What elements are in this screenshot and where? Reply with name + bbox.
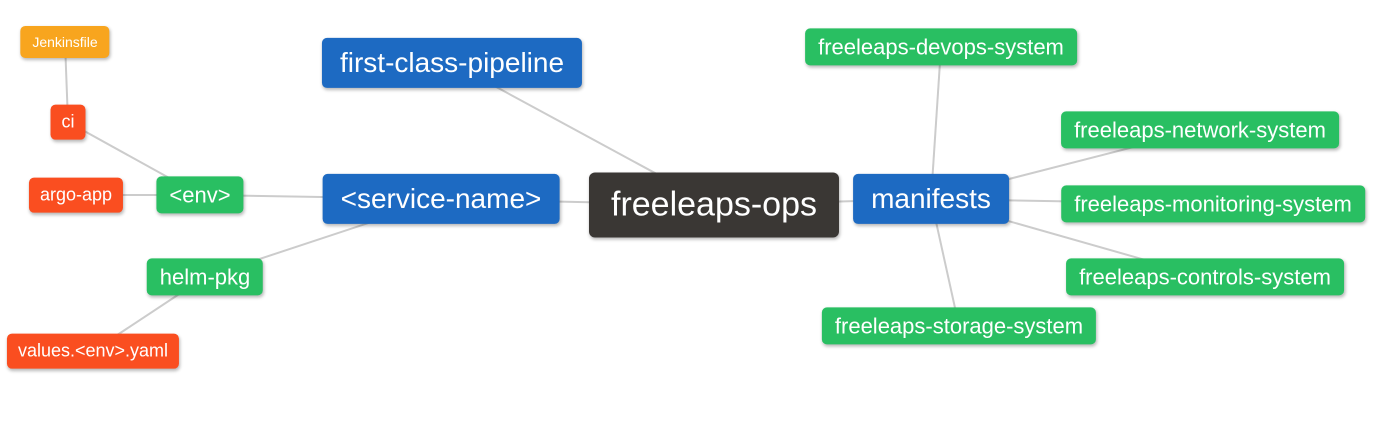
node-label-manifests: manifests <box>871 182 991 214</box>
node-label-env: <env> <box>169 182 231 208</box>
node-label-ci: ci <box>61 111 75 132</box>
node-label-service-name: <service-name> <box>340 182 542 214</box>
node-values-env-yaml[interactable]: values.<env>.yaml <box>6 333 180 369</box>
node-argo-app[interactable]: argo-app <box>28 177 124 213</box>
node-ci[interactable]: ci <box>50 104 86 140</box>
node-label-freeleaps-network-system: freeleaps-network-system <box>1074 117 1326 143</box>
node-label-jenkinsfile: Jenkinsfile <box>32 33 98 50</box>
node-freeleaps-ops[interactable]: freeleaps-ops <box>588 172 840 238</box>
node-manifests[interactable]: manifests <box>853 173 1009 225</box>
node-freeleaps-devops-system[interactable]: freeleaps-devops-system <box>805 28 1077 66</box>
node-helm-pkg[interactable]: helm-pkg <box>146 258 264 296</box>
edge-manifests-to-freeleaps-devops-system <box>930 46 942 200</box>
node-label-freeleaps-devops-system: freeleaps-devops-system <box>818 34 1064 60</box>
node-label-helm-pkg: helm-pkg <box>159 264 251 290</box>
node-freeleaps-controls-system[interactable]: freeleaps-controls-system <box>1066 258 1344 296</box>
node-label-freeleaps-ops: freeleaps-ops <box>610 185 818 224</box>
node-label-first-class-pipeline: first-class-pipeline <box>339 46 565 78</box>
node-jenkinsfile[interactable]: Jenkinsfile <box>20 25 110 59</box>
node-freeleaps-monitoring-system[interactable]: freeleaps-monitoring-system <box>1061 185 1365 223</box>
node-freeleaps-storage-system[interactable]: freeleaps-storage-system <box>821 307 1097 345</box>
node-freeleaps-network-system[interactable]: freeleaps-network-system <box>1061 111 1339 149</box>
node-label-argo-app: argo-app <box>39 184 113 205</box>
node-label-values-env-yaml: values.<env>.yaml <box>17 340 169 361</box>
node-label-freeleaps-controls-system: freeleaps-controls-system <box>1079 264 1331 290</box>
node-service-name[interactable]: <service-name> <box>322 173 560 225</box>
node-label-freeleaps-storage-system: freeleaps-storage-system <box>834 313 1084 339</box>
node-label-freeleaps-monitoring-system: freeleaps-monitoring-system <box>1074 191 1352 217</box>
node-first-class-pipeline[interactable]: first-class-pipeline <box>321 37 583 89</box>
node-env[interactable]: <env> <box>156 176 244 214</box>
